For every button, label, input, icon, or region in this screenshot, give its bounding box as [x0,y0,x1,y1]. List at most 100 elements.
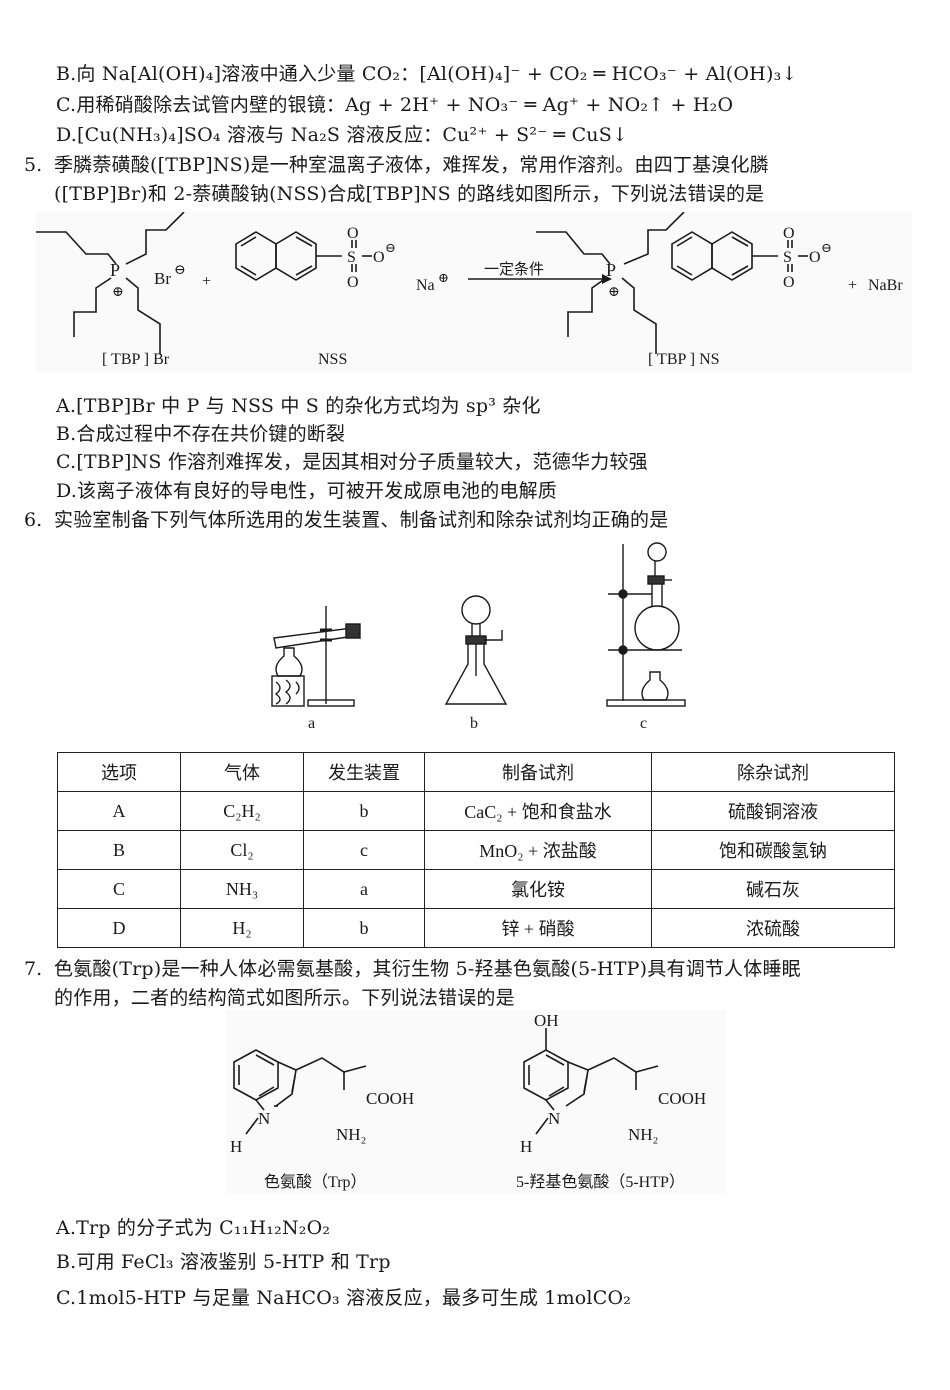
table-cell-option: A [57,791,181,831]
option-text: [Cu(NH₃)₄]SO₄ 溶液与 Na₂S 溶液反应：Cu²⁺ + S²⁻ ═… [77,124,629,146]
cooh-group: COOH [658,1089,706,1108]
reactant2-label: NSS [318,351,347,368]
table-header: 选项 [57,752,181,792]
reaction-condition: 一定条件 [484,261,544,278]
table-cell-apparatus: a [303,869,425,909]
oxygen-atom: O [809,249,821,266]
product-label: [ TBP ] NS [648,351,720,368]
minus-charge-icon: ⊖ [821,240,832,255]
question-number: 7. [24,958,43,980]
option-text: 1mol5-HTP 与足量 NaHCO₃ 溶液反应，最多可生成 1molCO₂ [76,1287,632,1309]
q7-option-a: A.Trp 的分子式为 C₁₁H₁₂N₂O₂ [56,1214,330,1242]
phosphorus-atom: P [110,260,120,280]
nh2-group: NH₂ [628,1125,658,1144]
table-header: 除杂试剂 [651,752,895,792]
table-cell-purifier: 硫酸铜溶液 [651,791,895,831]
apparatus-label-b: b [470,715,478,732]
option-text: 向 Na[Al(OH)₄]溶液中通入少量 CO₂：[Al(OH)₄]⁻ + CO… [76,63,798,85]
plus-sign: + [202,273,211,290]
question-stem: ([TBP]Br)和 2-萘磺酸钠(NSS)合成[TBP]NS 的路线如图所示，… [54,183,765,205]
byproduct-label: NaBr [868,277,903,294]
plus-charge-icon: ⊕ [438,270,449,285]
option-letter: B. [56,1251,77,1273]
option-text: 用稀硝酸除去试管内壁的银镜：Ag + 2H⁺ + NO₃⁻ ═ Ag⁺ + NO… [76,94,734,116]
table-header: 制备试剂 [424,752,652,792]
apparatus-label-a: a [308,715,315,732]
q5-option-d: D.该离子液体有良好的导电性，可被开发成原电池的电解质 [56,477,557,505]
minus-charge-icon: ⊖ [385,240,396,255]
question-number: 5. [24,154,43,176]
option-text: 可用 FeCl₃ 溶液鉴别 5-HTP 和 Trp [76,1251,391,1273]
table-row: B Cl₂ c MnO₂ + 浓盐酸 饱和碳酸氢钠 [57,830,895,870]
table-cell-reagent: 氯化铵 [424,869,652,909]
option-letter: A. [56,1217,77,1239]
option-letter: D. [56,124,77,146]
trp-caption: 色氨酸（Trp） [264,1173,367,1191]
structures-figure: N H COOH NH₂ 色氨酸（Trp） N H OH COOH NH₂ 5-… [226,1010,726,1195]
apparatus-figure: a b c [262,536,687,736]
table-cell-option: B [57,830,181,870]
reactant1-label: [ TBP ] Br [102,351,170,368]
table-cell-gas: NH₃ [180,869,304,909]
option-letter: D. [56,480,77,502]
table-cell-option: C [57,869,181,909]
table-cell-reagent: CaC₂ + 饱和食盐水 [424,791,652,831]
5-htp-structure-icon [523,1028,659,1135]
oxygen-atom: O [783,274,795,291]
sodium-label: Na [416,277,435,294]
sulfur-atom: S [783,249,792,266]
question-stem: 的作用，二者的结构简式如图所示。下列说法错误的是 [54,987,515,1009]
table-cell-reagent: MnO₂ + 浓盐酸 [424,830,652,870]
table-header: 发生装置 [303,752,425,792]
option-text: [TBP]NS 作溶剂难挥发，是因其相对分子质量较大，范德华力较强 [76,451,648,473]
option-letter: A. [56,395,77,417]
oxygen-atom: O [347,274,359,291]
htp-caption: 5-羟基色氨酸（5-HTP） [516,1173,685,1191]
table-header: 气体 [180,752,304,792]
nh2-group: NH₂ [336,1125,366,1144]
question-stem: 实验室制备下列气体所选用的发生装置、制备试剂和除杂试剂均正确的是 [54,509,669,531]
q4-option-b: B.向 Na[Al(OH)₄]溶液中通入少量 CO₂：[Al(OH)₄]⁻ + … [56,60,798,88]
option-letter: C. [56,451,77,473]
reaction-scheme-svg: P ⊕ Br ⊖ + O S O O ⊖ Na ⊕ 一定条件 P ⊕ O S O… [36,211,903,368]
table-cell-gas: Cl₂ [180,830,304,870]
table-cell-reagent: 锌 + 硝酸 [424,908,652,948]
cooh-group: COOH [366,1089,414,1108]
question-stem: 季膦萘磺酸([TBP]NS)是一种室温离子液体，难挥发，常用作溶剂。由四丁基溴化… [54,154,769,176]
table-cell-purifier: 饱和碳酸氢钠 [651,830,895,870]
q7-option-c: C.1mol5-HTP 与足量 NaHCO₃ 溶液反应，最多可生成 1molCO… [56,1284,631,1312]
table-cell-apparatus: c [303,830,425,870]
table-cell-purifier: 浓硫酸 [651,908,895,948]
plus-charge-icon: ⊕ [112,285,124,300]
q7-option-b: B.可用 FeCl₃ 溶液鉴别 5-HTP 和 Trp [56,1248,391,1276]
plus-sign: + [848,277,857,294]
apparatus-b-icon [444,595,508,705]
options-table: 选项 气体 发生装置 制备试剂 除杂试剂 A C₂H₂ b CaC₂ + 饱和食… [57,752,895,948]
option-text: Trp 的分子式为 C₁₁H₁₂N₂O₂ [76,1217,331,1239]
table-row: D H₂ b 锌 + 硝酸 浓硫酸 [57,908,895,948]
q5-option-b: B.合成过程中不存在共价键的断裂 [56,420,345,448]
option-letter: B. [56,423,77,445]
table-row: A C₂H₂ b CaC₂ + 饱和食盐水 硫酸铜溶液 [57,791,895,831]
option-letter: C. [56,1287,77,1309]
option-letter: B. [56,63,77,85]
arrow-head-icon [602,274,612,284]
plus-charge-icon: ⊕ [608,285,620,300]
table-header-row: 选项 气体 发生装置 制备试剂 除杂试剂 [57,752,895,792]
q4-option-d: D.[Cu(NH₃)₄]SO₄ 溶液与 Na₂S 溶液反应：Cu²⁺ + S²⁻… [56,121,628,149]
table-cell-gas: C₂H₂ [180,791,304,831]
question-stem: 色氨酸(Trp)是一种人体必需氨基酸，其衍生物 5-羟基色氨酸(5-HTP)具有… [54,958,801,980]
table-cell-apparatus: b [303,791,425,831]
oxygen-atom: O [783,225,795,242]
question-number: 6. [24,509,43,531]
option-letter: C. [56,94,77,116]
trp-structure-icon [233,1049,367,1135]
bromide-label: Br [154,269,171,288]
reaction-scheme: P ⊕ Br ⊖ + O S O O ⊖ Na ⊕ 一定条件 P ⊕ O S O… [36,211,912,372]
nitrogen-atom: N [258,1109,270,1128]
apparatus-c-icon [606,542,686,707]
nitrogen-atom: N [548,1109,560,1128]
option-text: 合成过程中不存在共价键的断裂 [76,423,346,445]
oxygen-atom: O [373,249,385,266]
phosphorus-atom: P [606,260,616,280]
